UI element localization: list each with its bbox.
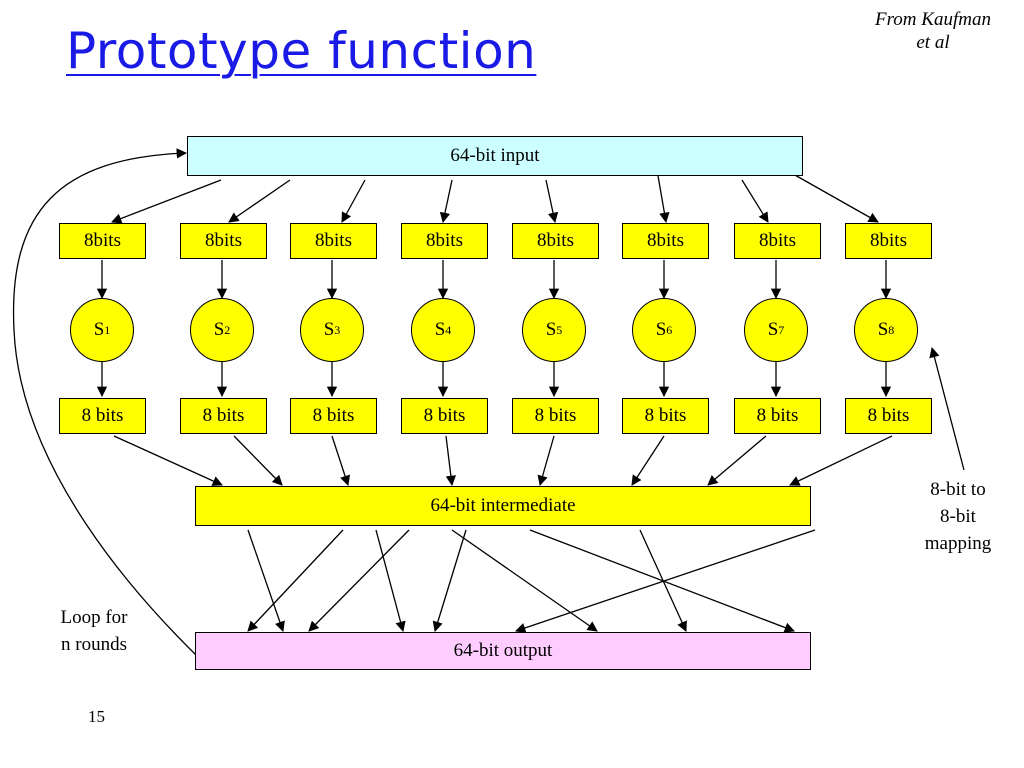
output-chunk-1: 8 bits (59, 398, 146, 434)
input-to-chunk-arrows (111, 169, 879, 224)
arrow-input-chunk-7 (741, 179, 769, 223)
loop-arrow (12, 148, 198, 657)
mapping-note: 8-bit to 8-bit mapping (908, 476, 1008, 557)
output-chunk-7: 8 bits (734, 398, 821, 434)
arrow-input-chunk-3 (341, 179, 366, 223)
output-block: 64-bit output (195, 632, 811, 670)
input-chunk-2: 8bits (180, 223, 267, 259)
arrow-input-chunk-2 (228, 179, 291, 223)
arrow-input-chunk-1 (111, 179, 222, 224)
mapping-note-line-3: mapping (924, 533, 992, 554)
output-chunk-5: 8 bits (512, 398, 599, 434)
slide-title: Prototype function (66, 22, 537, 80)
arrow-input-chunk-5 (545, 179, 559, 224)
arrow-input-chunk-8 (785, 169, 879, 223)
input-chunk-3: 8bits (290, 223, 377, 259)
input-chunk-6: 8bits (622, 223, 709, 259)
loop-note-line-1: Loop for (60, 607, 128, 628)
arrow-input-chunk-6 (656, 169, 670, 224)
output-chunk-8: 8 bits (845, 398, 932, 434)
arrow-input-chunk-4 (439, 179, 453, 224)
page-number: 15 (88, 707, 105, 726)
input-block: 64-bit input (187, 136, 803, 176)
input-chunk-7: 8bits (734, 223, 821, 259)
input-chunk-8: 8bits (845, 223, 932, 259)
input-chunk-1: 8bits (59, 223, 146, 259)
credit-line-1: From Kaufman (875, 9, 991, 30)
chunk-to-sbox-arrows (96, 260, 892, 300)
chunk-to-intermediate-arrows (113, 435, 893, 487)
output-chunk-2: 8 bits (180, 398, 267, 434)
output-chunk-4: 8 bits (401, 398, 488, 434)
intermediate-block: 64-bit intermediate (195, 486, 811, 526)
loop-note-line-2: n rounds (61, 634, 127, 655)
output-chunk-6: 8 bits (622, 398, 709, 434)
mapping-note-line-1: 8-bit to (930, 479, 986, 500)
input-chunk-5: 8bits (512, 223, 599, 259)
loop-note: Loop for n rounds (44, 604, 144, 658)
input-chunk-4: 8bits (401, 223, 488, 259)
credit-note: From Kaufman et al (858, 8, 1008, 54)
sbox-to-chunk-arrows (96, 360, 892, 398)
output-chunk-3: 8 bits (290, 398, 377, 434)
mapping-pointer-arrow (929, 346, 965, 471)
intermediate-to-output-arrows (247, 529, 816, 633)
mapping-note-line-2: 8-bit (940, 506, 976, 527)
credit-line-2: et al (916, 32, 950, 53)
